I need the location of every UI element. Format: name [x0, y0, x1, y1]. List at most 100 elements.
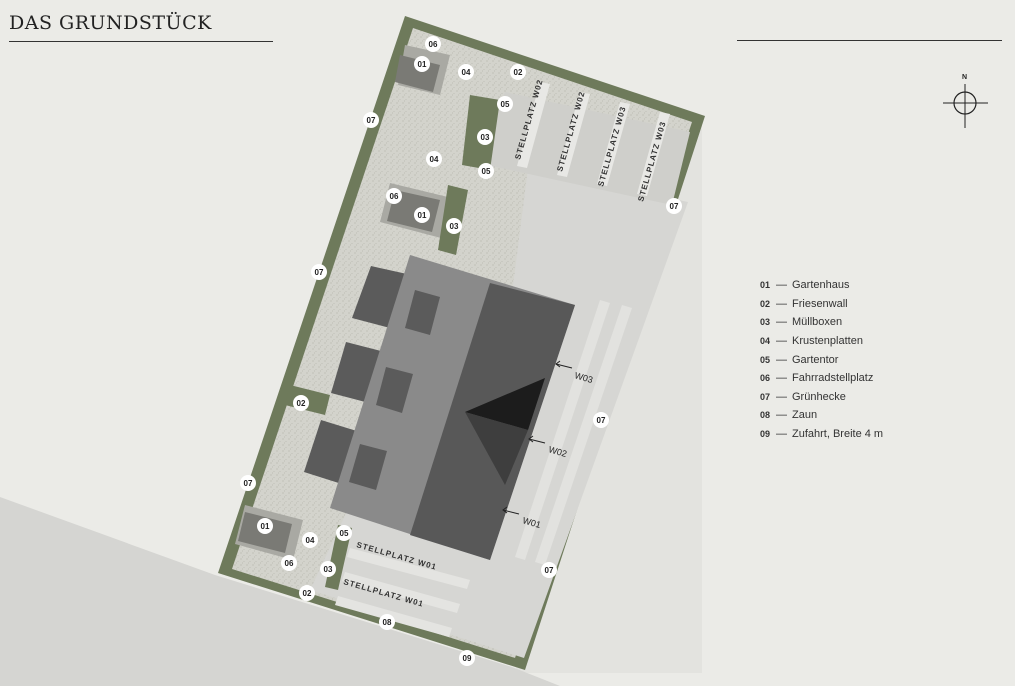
marker-07: 07: [541, 562, 557, 578]
marker-02: 02: [299, 585, 315, 601]
svg-text:09: 09: [463, 654, 472, 663]
legend-number: 09: [760, 429, 771, 440]
access-road: [0, 497, 560, 686]
legend-item: 06 — Fahrradstellplatz: [760, 369, 883, 388]
marker-04: 04: [302, 532, 318, 548]
entrance-arrows: [502, 360, 573, 515]
legend-item: 09 — Zufahrt, Breite 4 m: [760, 425, 883, 444]
svg-text:06: 06: [390, 192, 399, 201]
marker-03: 03: [477, 129, 493, 145]
marker-05: 05: [478, 163, 494, 179]
svg-text:07: 07: [597, 416, 606, 425]
legend-number: 06: [760, 373, 771, 384]
marker-02: 02: [293, 395, 309, 411]
svg-text:04: 04: [462, 68, 471, 77]
svg-text:04: 04: [430, 155, 439, 164]
marker-01: 01: [414, 56, 430, 72]
marker-05: 05: [336, 525, 352, 541]
legend-dash: —: [776, 297, 787, 310]
legend-item: 02 — Friesenwall: [760, 295, 883, 314]
legend-label: Fahrradstellplatz: [792, 372, 874, 385]
svg-text:06: 06: [429, 40, 438, 49]
legend-label: Müllboxen: [792, 316, 843, 329]
legend-label: Gartentor: [792, 353, 839, 366]
marker-03: 03: [446, 218, 462, 234]
svg-text:05: 05: [501, 100, 510, 109]
svg-text:02: 02: [514, 68, 523, 77]
header-rule: [737, 40, 1002, 41]
marker-07: 07: [311, 264, 327, 280]
legend-dash: —: [776, 372, 787, 385]
marker-04: 04: [426, 151, 442, 167]
legend-label: Gartenhaus: [792, 279, 850, 292]
parking-stripes-south: [335, 548, 470, 637]
legend-label: Krustenplatten: [792, 335, 863, 348]
marker-04: 04: [458, 64, 474, 80]
legend-item: 08 — Zaun: [760, 406, 883, 425]
svg-text:03: 03: [324, 565, 333, 574]
svg-text:05: 05: [340, 529, 349, 538]
legend-dash: —: [776, 428, 787, 441]
legend: 01—Gartenhaus 02—Friesenwall 03—Müllboxe…: [760, 276, 883, 443]
marker-06: 06: [425, 36, 441, 52]
svg-text:07: 07: [315, 268, 324, 277]
legend-item: 01—Gartenhaus: [760, 276, 883, 295]
legend-label: Zaun: [792, 409, 818, 422]
svg-text:01: 01: [418, 211, 427, 220]
marker-07: 07: [240, 475, 256, 491]
svg-text:03: 03: [481, 133, 490, 142]
svg-text:02: 02: [297, 399, 306, 408]
building: [304, 255, 575, 560]
marker-06: 06: [281, 555, 297, 571]
svg-text:03: 03: [450, 222, 459, 231]
legend-dash: —: [776, 390, 787, 403]
legend-number: 01: [760, 280, 771, 291]
marker-01: 01: [414, 207, 430, 223]
svg-text:07: 07: [545, 566, 554, 575]
legend-dash: —: [776, 353, 787, 366]
legend-number: 02: [760, 298, 771, 309]
marker-07: 07: [666, 198, 682, 214]
svg-text:01: 01: [418, 60, 427, 69]
entrance-label-w01: W01: [521, 515, 542, 530]
legend-dash: —: [776, 409, 787, 422]
legend-number: 03: [760, 317, 771, 328]
entrance-label-w03: W03: [573, 370, 594, 385]
svg-text:01: 01: [261, 522, 270, 531]
svg-text:07: 07: [244, 479, 253, 488]
compass-icon: [943, 84, 988, 128]
legend-number: 05: [760, 354, 771, 365]
svg-text:04: 04: [306, 536, 315, 545]
svg-text:07: 07: [670, 202, 679, 211]
legend-number: 04: [760, 336, 771, 347]
svg-text:06: 06: [285, 559, 294, 568]
svg-text:07: 07: [367, 116, 376, 125]
legend-item: 05 — Gartentor: [760, 350, 883, 369]
marker-07: 07: [593, 412, 609, 428]
legend-dash: —: [776, 335, 787, 348]
marker-08: 08: [379, 614, 395, 630]
entrance-label-w02: W02: [547, 444, 568, 459]
marker-05: 05: [497, 96, 513, 112]
legend-label: Friesenwall: [792, 297, 848, 310]
parking-stripes-north: [517, 82, 670, 196]
svg-text:05: 05: [482, 167, 491, 176]
page-title: DAS GRUNDSTÜCK: [9, 12, 212, 34]
compass-north-label: N: [962, 74, 967, 81]
marker-01: 01: [257, 518, 273, 534]
parking-stripes-east: [515, 300, 632, 565]
marker-07: 07: [363, 112, 379, 128]
legend-dash: —: [776, 316, 787, 329]
legend-item: 03 — Müllboxen: [760, 313, 883, 332]
legend-label: Grünhecke: [792, 390, 846, 403]
marker-02: 02: [510, 64, 526, 80]
svg-text:08: 08: [383, 618, 392, 627]
svg-text:02: 02: [303, 589, 312, 598]
legend-item: 07—Grünhecke: [760, 388, 883, 407]
title-underline: [9, 41, 273, 42]
marker-09: 09: [459, 650, 475, 666]
legend-item: 04 — Krustenplatten: [760, 332, 883, 351]
legend-label: Zufahrt, Breite 4 m: [792, 428, 884, 441]
legend-number: 08: [760, 410, 771, 421]
